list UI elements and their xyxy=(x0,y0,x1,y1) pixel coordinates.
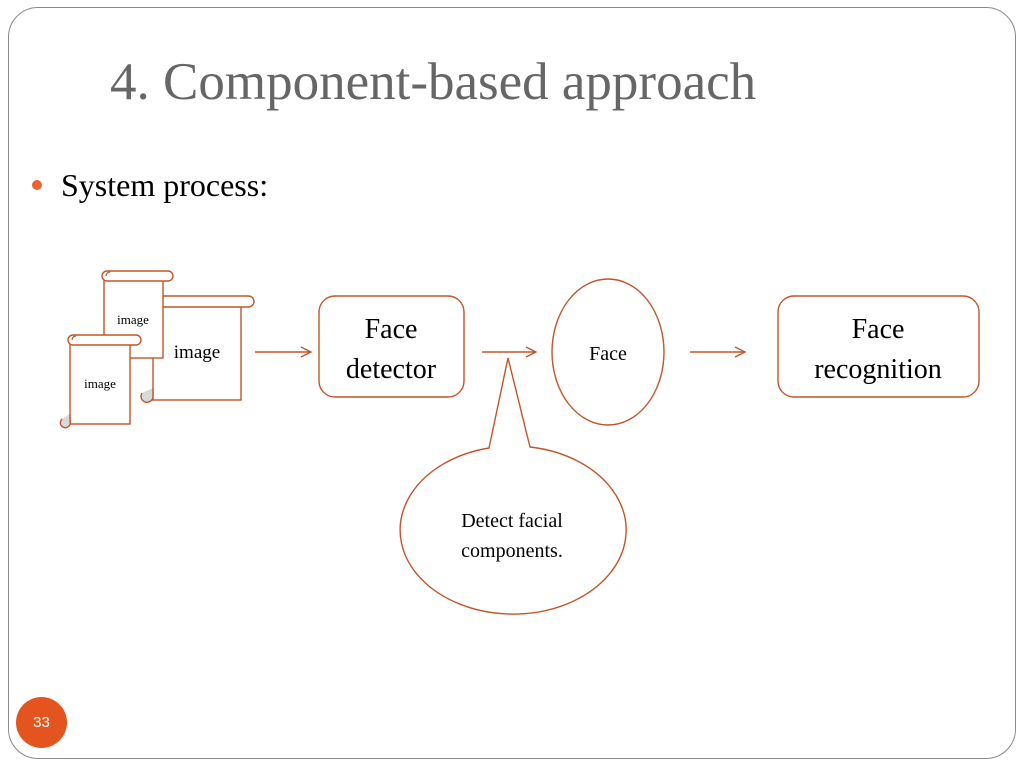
image-label-front: image xyxy=(84,376,116,391)
face-node-label: Face xyxy=(589,343,627,365)
callout-text-line2: components. xyxy=(461,540,563,562)
face-detector-box: Face detector xyxy=(318,295,465,398)
callout-text-line1: Detect facial xyxy=(461,510,563,532)
image-label-back: image xyxy=(117,312,149,327)
face-node: Face xyxy=(551,278,665,426)
slide-title: 4. Component-based approach xyxy=(110,53,757,111)
bullet-dot-icon xyxy=(32,180,42,191)
bullet-item: System process: xyxy=(32,166,268,204)
face-recognition-box: Face recognition xyxy=(777,295,980,398)
face-recognition-label-line1: Face xyxy=(852,314,905,345)
bullet-text: System process: xyxy=(61,167,269,203)
face-detector-label-line1: Face xyxy=(365,314,418,345)
page-number-badge: 33 xyxy=(16,697,67,748)
image-label-middle: image xyxy=(174,342,220,363)
image-scroll-front: image xyxy=(59,334,142,429)
callout-bubble: Detect facial components. xyxy=(399,357,627,615)
face-recognition-label-line2: recognition xyxy=(814,354,942,385)
face-detector-label-line2: detector xyxy=(346,354,437,385)
